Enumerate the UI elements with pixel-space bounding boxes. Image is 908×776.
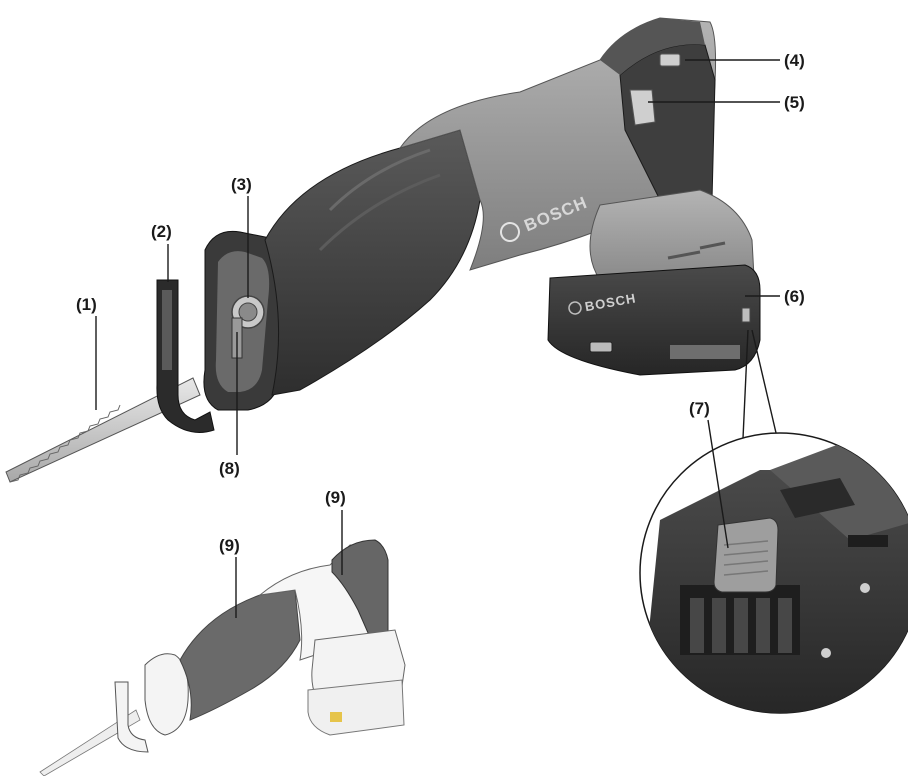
small-saw-nose (144, 653, 189, 736)
release-button-detail (713, 517, 779, 593)
on-off-trigger (629, 89, 656, 126)
small-saw-blade (39, 709, 141, 776)
blade-teeth (9, 404, 121, 483)
front-grip (264, 129, 481, 396)
label-7: (7) (689, 399, 710, 418)
small-saw-grip-highlight (179, 589, 301, 721)
leader-lines (95, 59, 780, 618)
detail-callout (639, 329, 908, 714)
label-2: (2) (151, 222, 172, 241)
battery-release-button (741, 307, 751, 323)
small-saw-battery (307, 679, 405, 736)
label-3: (3) (231, 175, 252, 194)
lock-off-switch (659, 53, 681, 67)
foot-plate-slot (162, 290, 172, 370)
battery-charge-indicator (589, 341, 613, 353)
label-8: (8) (219, 459, 240, 478)
small-saw-foot (114, 681, 149, 753)
label-4: (4) (784, 51, 805, 70)
main-saw: BOSCH BOSCH (5, 17, 761, 483)
battery-contact-stripe (670, 345, 740, 359)
label-9a: (9) (219, 536, 240, 555)
small-saw-battery-indicator (330, 712, 342, 722)
label-1: (1) (76, 295, 97, 314)
leader-7 (707, 419, 729, 549)
label-6: (6) (784, 287, 805, 306)
label-9b: (9) (325, 488, 346, 507)
callout-labels: (1) (2) (3) (4) (5) (6) (7) (8) (9) (9) (76, 51, 805, 555)
small-saw (39, 539, 406, 776)
label-5: (5) (784, 93, 805, 112)
saw-blade (5, 377, 201, 483)
